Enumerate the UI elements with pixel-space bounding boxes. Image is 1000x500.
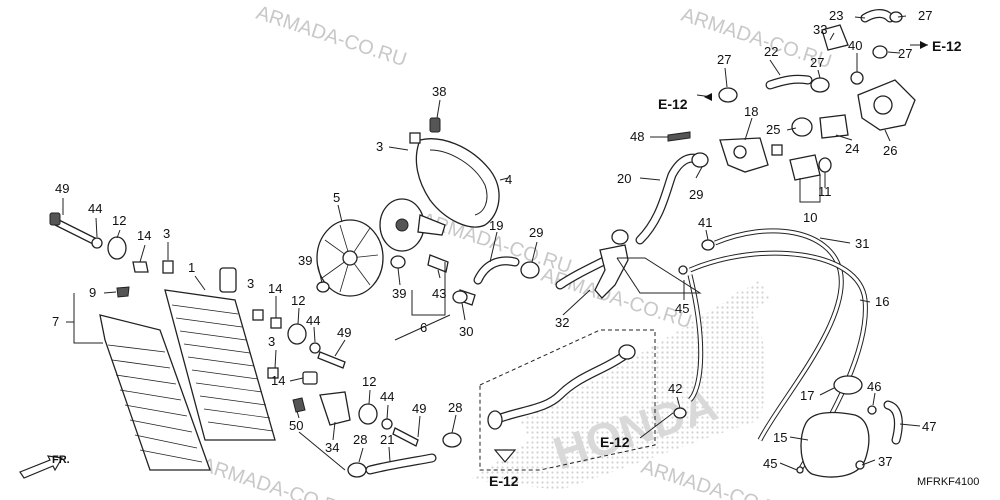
part-label: 42 xyxy=(668,381,682,396)
ref-label: E-12 xyxy=(932,38,962,54)
part-label: 44 xyxy=(380,389,394,404)
part-label: 14 xyxy=(137,228,151,243)
part-label: 48 xyxy=(630,129,644,144)
part-label: 19 xyxy=(489,218,503,233)
part-label: 41 xyxy=(698,215,712,230)
part-label: 20 xyxy=(617,171,631,186)
ref-label: E-12 xyxy=(658,96,688,112)
part-labels: 49 44 12 14 3 1 9 7 3 14 12 44 49 3 14 5… xyxy=(52,8,936,471)
left-hardware xyxy=(49,212,419,447)
part-label: 15 xyxy=(773,430,787,445)
part-label: 3 xyxy=(376,139,383,154)
part-label: 3 xyxy=(268,334,275,349)
radiator-cover xyxy=(99,314,211,471)
part-label: 12 xyxy=(112,213,126,228)
water-pipe xyxy=(487,344,636,430)
honda-wing-background: HONDA xyxy=(470,280,770,490)
part-label: 21 xyxy=(380,432,394,447)
part-label: 18 xyxy=(744,104,758,119)
part-label: 23 xyxy=(829,8,843,23)
watermark: ARMADA-CO.RU xyxy=(198,454,354,500)
part-label: 29 xyxy=(529,225,543,240)
hoses-center xyxy=(452,152,709,304)
part-label: 33 xyxy=(813,22,827,37)
part-label: 29 xyxy=(689,187,703,202)
part-label: 43 xyxy=(432,286,446,301)
part-label: 38 xyxy=(432,84,446,99)
part-label: 44 xyxy=(88,201,102,216)
part-label: 39 xyxy=(392,286,406,301)
front-label: FR. xyxy=(52,454,70,466)
thermostat-housing xyxy=(667,114,849,181)
fan-assembly xyxy=(316,198,476,306)
part-label: 27 xyxy=(717,52,731,67)
part-label: 9 xyxy=(89,285,96,300)
part-label: 32 xyxy=(555,315,569,330)
reserve-tank xyxy=(796,375,903,478)
part-label: 3 xyxy=(247,276,254,291)
part-label: 22 xyxy=(764,44,778,59)
part-label: 17 xyxy=(800,388,814,403)
part-label: 45 xyxy=(675,301,689,316)
part-label: 49 xyxy=(55,181,69,196)
part-label: 12 xyxy=(362,374,376,389)
part-label: 12 xyxy=(291,293,305,308)
dashed-region xyxy=(479,329,656,471)
reference-labels: E-12 E-12 E-12 E-12 xyxy=(489,38,962,489)
leader-lines xyxy=(62,15,928,471)
part-label: 30 xyxy=(459,324,473,339)
part-label: 47 xyxy=(922,419,936,434)
water-pump xyxy=(718,9,916,131)
part-label: 26 xyxy=(883,143,897,158)
radiator xyxy=(164,267,276,441)
part-label: 46 xyxy=(867,379,881,394)
part-label: 24 xyxy=(845,141,859,156)
part-label: 28 xyxy=(353,432,367,447)
part-label: 49 xyxy=(412,401,426,416)
ref-label: E-12 xyxy=(600,434,630,450)
fan-shroud xyxy=(409,117,500,228)
part-label: 50 xyxy=(289,418,303,433)
part-label: 28 xyxy=(448,400,462,415)
part-label: 6 xyxy=(420,320,427,335)
part-label: 1 xyxy=(188,260,195,275)
part-label: 7 xyxy=(52,314,59,329)
part-label: 3 xyxy=(163,226,170,241)
part-label: 27 xyxy=(918,8,932,23)
part-label: 27 xyxy=(898,46,912,61)
part-label: 5 xyxy=(333,190,340,205)
diagram-code: MFRKF4100 xyxy=(917,476,979,488)
part-label: 11 xyxy=(818,184,832,199)
part-label: 10 xyxy=(803,210,817,225)
part-label: 16 xyxy=(875,294,889,309)
part-label: 49 xyxy=(337,325,351,340)
part-label: 34 xyxy=(325,440,339,455)
front-arrow: FR. xyxy=(19,454,70,479)
part-label: 31 xyxy=(855,236,869,251)
ref-label: E-12 xyxy=(489,473,519,489)
lower-hose xyxy=(347,432,462,478)
part-label: 39 xyxy=(298,253,312,268)
part-label: 4 xyxy=(505,172,512,187)
part-label: 25 xyxy=(766,122,780,137)
down-arrow xyxy=(493,449,517,463)
part-label: 44 xyxy=(306,313,320,328)
part-label: 40 xyxy=(848,38,862,53)
part-label: 14 xyxy=(271,373,285,388)
part-label: 27 xyxy=(810,55,824,70)
part-label: 37 xyxy=(878,454,892,469)
part-label: 14 xyxy=(268,281,282,296)
watermark: ARMADA-CO.RU xyxy=(253,2,409,71)
part-label: 45 xyxy=(763,456,777,471)
